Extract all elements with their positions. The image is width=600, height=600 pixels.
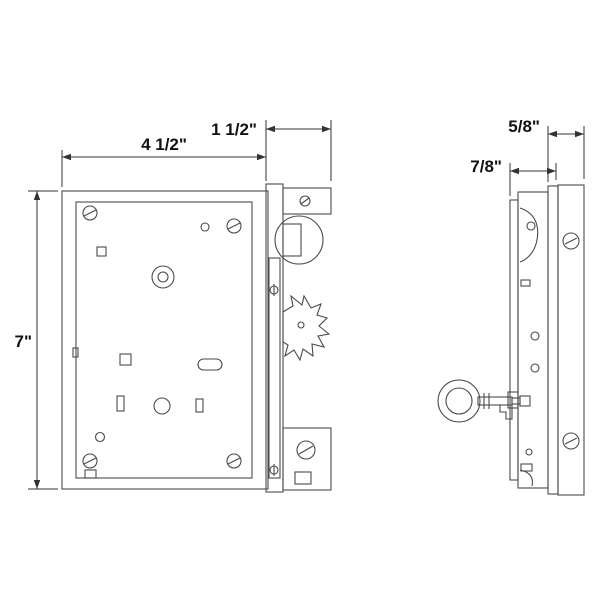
dim-label-front-edge-width: 1 1/2" [211,120,257,139]
strike-assembly [282,427,332,491]
dim-label-side-plate-depth: 5/8" [508,117,540,136]
lock-case [61,190,269,490]
dim-side-plate-depth [547,126,585,182]
side-view [437,184,585,496]
dim-label-front-body-width: 4 1/2" [141,135,187,154]
skeleton-key-icon [437,379,521,423]
front-view [61,183,332,493]
dimension-annotations [28,120,585,490]
dim-front-edge-width [266,120,332,181]
dim-side-case-depth [509,163,557,196]
dim-front-body-width [61,120,267,187]
dim-label-front-height: 7" [14,332,32,351]
side-plate-screws [562,232,580,450]
screw-icon [82,205,242,469]
dim-front-height [28,190,58,490]
dim-label-side-case-depth: 7/8" [470,157,502,176]
side-mechanism-details [507,207,540,487]
case-detail-holes [72,222,223,479]
side-case [509,184,585,496]
deadbolt-ornament [282,294,331,362]
latch-bolt [274,187,332,265]
faceplate [265,183,284,493]
